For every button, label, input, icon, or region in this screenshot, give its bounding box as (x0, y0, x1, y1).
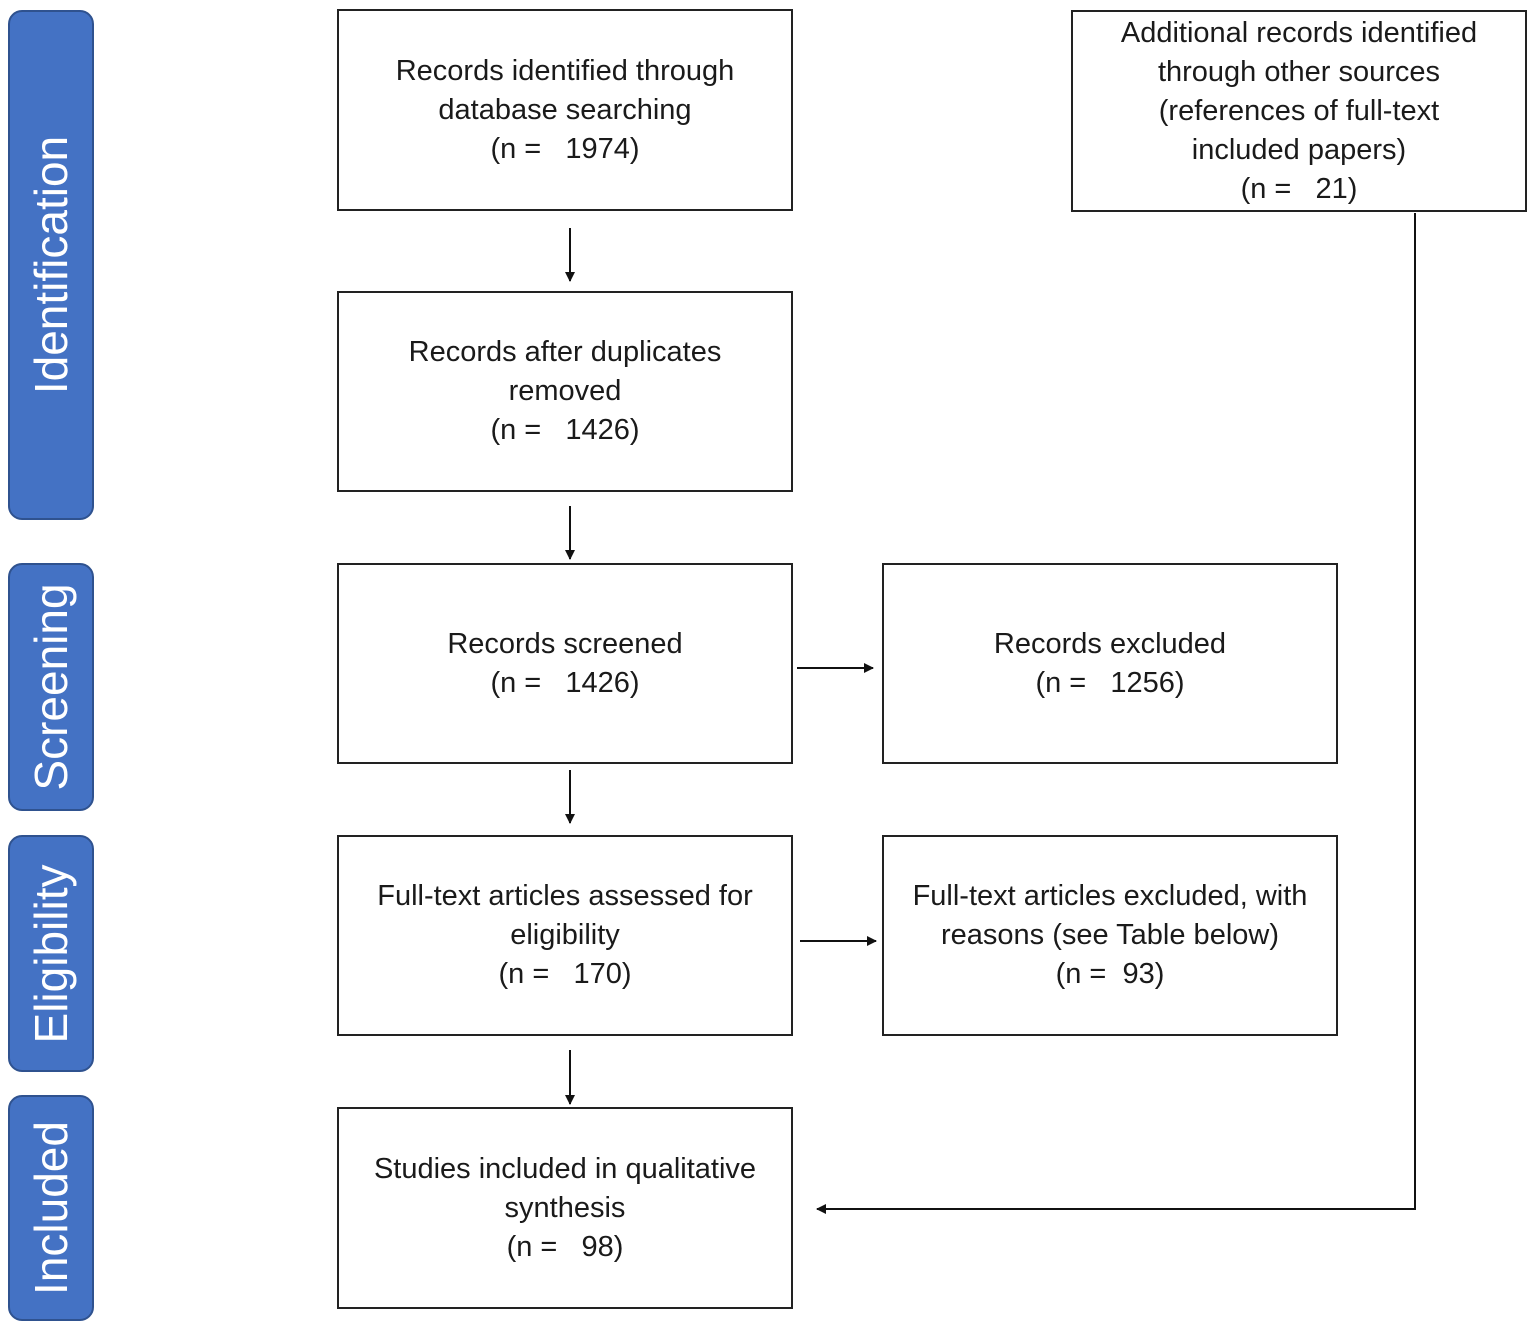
box-text-line: Records after duplicates (408, 336, 722, 368)
box-text-line: Records excluded (993, 627, 1227, 660)
box-fulltext-assessed: Full-text articles assessed for eligibil… (337, 835, 793, 1036)
box-text-line: reasons (see Table below) (941, 919, 1279, 951)
box-studies-included: Studies included in qualitative synthesi… (337, 1107, 793, 1309)
box-text-line: Full-text articles assessed for (377, 880, 753, 912)
box-count: (n = 1974) (490, 132, 640, 165)
box-count: (n = 93) (1055, 958, 1165, 990)
box-duplicates-removed: Records after duplicates removed (n = 14… (337, 291, 793, 492)
box-count: (n = 1256) (1035, 666, 1185, 699)
box-text-line: Records screened (447, 627, 683, 660)
box-text-line: Additional records identified (1120, 16, 1478, 49)
box-text-line: included papers) (1191, 133, 1407, 166)
box-count: (n = 1426) (490, 414, 640, 446)
box-count: (n = 21) (1240, 172, 1358, 205)
box-text-line: (references of full-text (1158, 94, 1440, 127)
phase-included: Included (8, 1095, 94, 1321)
phase-screening: Screening (8, 563, 94, 811)
box-text-line: Records identified through (395, 54, 735, 87)
box-text-line: eligibility (510, 919, 620, 951)
arrow-other-sources-to-included (816, 213, 1416, 1214)
box-text-line: synthesis (504, 1191, 626, 1224)
box-text-line: through other sources (1157, 55, 1441, 88)
box-other-sources: Additional records identified through ot… (1071, 10, 1527, 212)
box-records-excluded: Records excluded (n = 1256) (882, 563, 1338, 764)
box-text-line: Full-text articles excluded, with (912, 880, 1308, 912)
box-database-search: Records identified through database sear… (337, 9, 793, 211)
box-count: (n = 98) (506, 1230, 624, 1263)
box-fulltext-excluded: Full-text articles excluded, with reason… (882, 835, 1338, 1036)
box-text-line: Studies included in qualitative (373, 1152, 757, 1185)
box-text-line: removed (508, 375, 622, 407)
phase-identification: Identification (8, 10, 94, 520)
box-count: (n = 170) (498, 958, 632, 990)
box-count: (n = 1426) (490, 666, 640, 699)
box-records-screened: Records screened (n = 1426) (337, 563, 793, 764)
phase-eligibility: Eligibility (8, 835, 94, 1072)
box-text-line: database searching (438, 93, 692, 126)
